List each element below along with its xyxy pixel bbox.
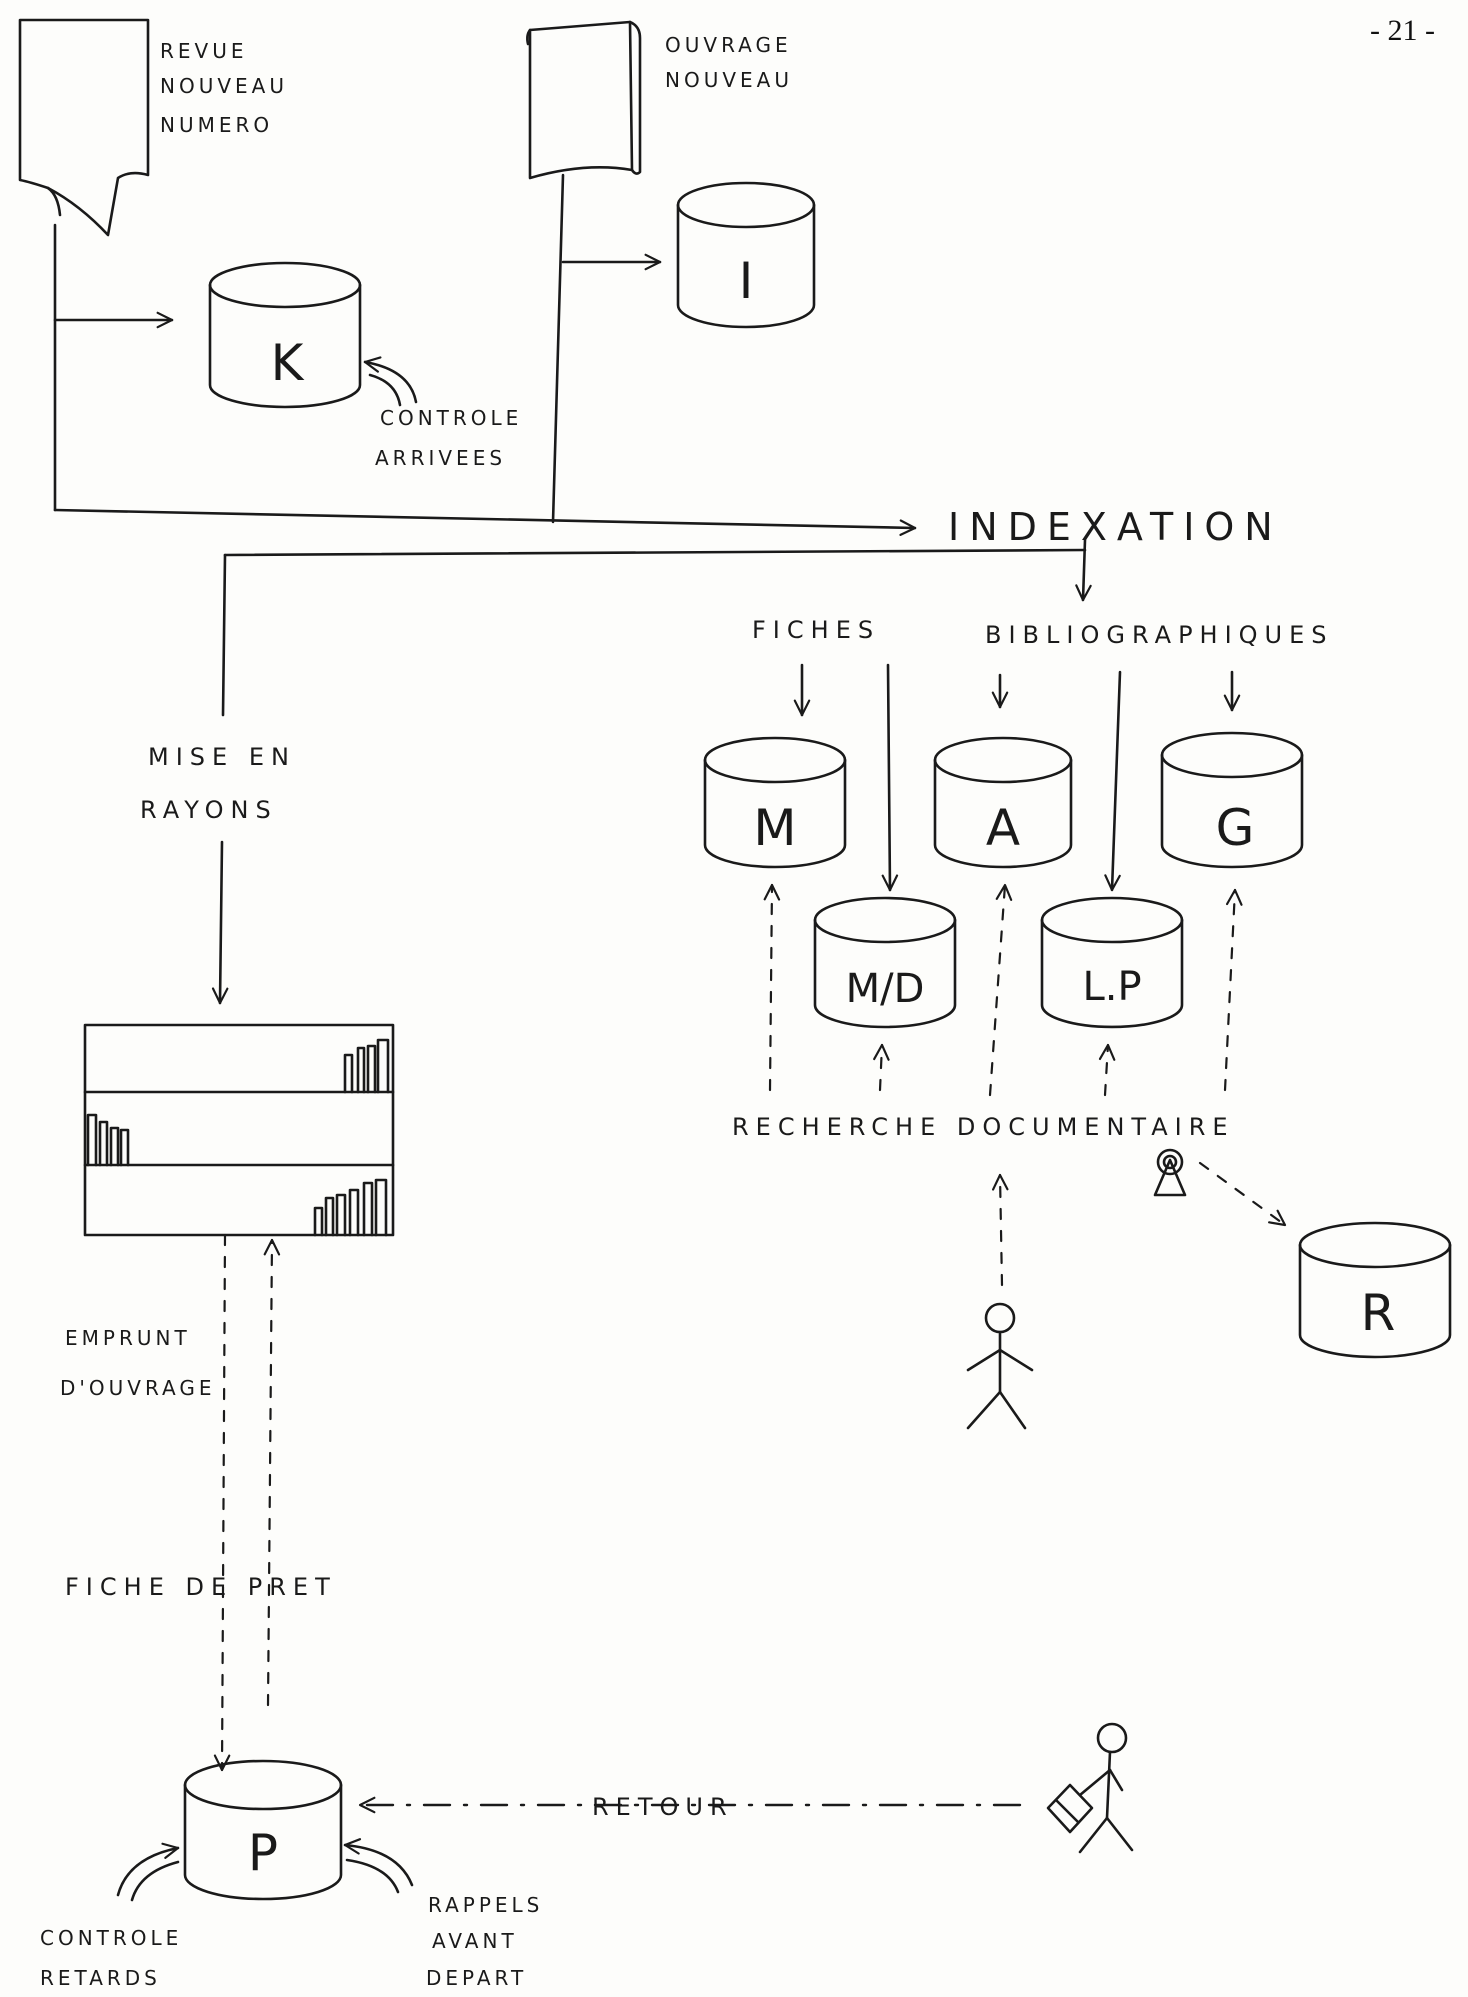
svg-text:DEPART: DEPART [426, 1966, 527, 1990]
svg-text:RAPPELS: RAPPELS [428, 1893, 543, 1917]
rappels-label: RAPPELS AVANT DEPART [426, 1893, 543, 1990]
researcher-person-icon [968, 1304, 1032, 1428]
store-m-cylinder: M [705, 738, 845, 867]
svg-text:REVUE: REVUE [160, 39, 248, 63]
store-k-cylinder: K [210, 263, 360, 407]
controle-arrivees-label: CONTROLE ARRIVEES [375, 406, 522, 470]
svg-text:NOUVEAU: NOUVEAU [160, 74, 288, 98]
retour-label: RETOUR [592, 1793, 734, 1821]
store-md-cylinder: M/D [815, 898, 955, 1027]
controle-retards-label: CONTROLE RETARDS [40, 1926, 182, 1990]
page-number: - 21 - [1370, 14, 1435, 47]
svg-text:G: G [1216, 799, 1255, 857]
store-p-cylinder: P [185, 1761, 341, 1899]
bookshelf-icon [85, 1025, 393, 1235]
store-r-cylinder: R [1300, 1223, 1450, 1357]
svg-text:K: K [271, 334, 305, 392]
svg-text:MISE EN: MISE EN [148, 743, 296, 771]
svg-text:P: P [248, 1824, 278, 1882]
svg-text:OUVRAGE: OUVRAGE [665, 33, 792, 57]
store-g-cylinder: G [1162, 733, 1302, 867]
svg-text:CONTROLE: CONTROLE [380, 406, 522, 430]
svg-text:CONTROLE: CONTROLE [40, 1926, 182, 1950]
revue-document-icon [20, 20, 148, 235]
dashed-flow-lines [222, 885, 1285, 1805]
revue-label: REVUE NOUVEAU NUMERO [160, 39, 288, 137]
bibliographiques-label: BIBLIOGRAPHIQUES [985, 621, 1334, 649]
ouvrage-label: OUVRAGE NOUVEAU [665, 33, 793, 92]
svg-text:R: R [1361, 1284, 1396, 1342]
ouvrage-book-icon [527, 22, 640, 178]
returning-person-icon [1048, 1724, 1132, 1852]
fiches-label: FICHES [752, 616, 880, 644]
svg-text:NUMERO: NUMERO [160, 113, 273, 137]
recherche-documentaire-label: RECHERCHE DOCUMENTAIRE [732, 1113, 1235, 1141]
svg-text:EMPRUNT: EMPRUNT [65, 1326, 191, 1350]
svg-text:AVANT: AVANT [432, 1929, 518, 1953]
terminal-icon [1155, 1150, 1185, 1195]
store-i-cylinder: I [678, 183, 814, 327]
svg-text:D'OUVRAGE: D'OUVRAGE [60, 1376, 216, 1400]
store-lp-cylinder: L.P [1042, 898, 1182, 1027]
svg-text:RAYONS: RAYONS [140, 796, 278, 824]
svg-text:A: A [986, 799, 1020, 857]
indexation-label: INDEXATION [948, 505, 1283, 549]
svg-text:M/D: M/D [846, 966, 925, 1012]
mise-en-rayons-label: MISE EN RAYONS [140, 743, 296, 824]
svg-text:L.P: L.P [1082, 964, 1141, 1010]
svg-text:I: I [739, 252, 754, 310]
svg-text:M: M [753, 799, 796, 857]
emprunt-label: EMPRUNT D'OUVRAGE [60, 1326, 216, 1400]
svg-text:ARRIVEES: ARRIVEES [375, 446, 506, 470]
svg-text:NOUVEAU: NOUVEAU [665, 68, 793, 92]
fiche-de-pret-label: FICHE DE PRET [65, 1573, 337, 1601]
svg-text:RETARDS: RETARDS [40, 1966, 161, 1990]
store-a-cylinder: A [935, 738, 1071, 867]
